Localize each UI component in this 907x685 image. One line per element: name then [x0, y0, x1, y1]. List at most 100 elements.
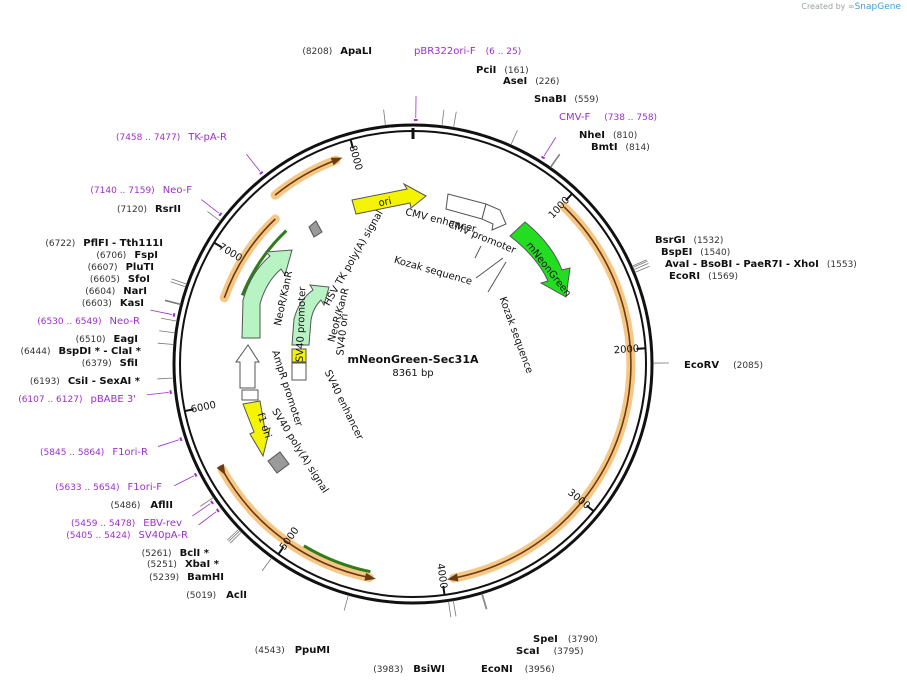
site-pos: (3956) [525, 665, 555, 675]
primer-pos: (6 .. 25) [486, 47, 522, 57]
cmv-promoter-label: CMV promoter [446, 219, 518, 257]
neor-kanr-outer-arrow[interactable] [241, 249, 293, 339]
mneongreen-arrow[interactable] [509, 221, 571, 298]
site-pos: (5261) [142, 549, 172, 559]
primer-pbabe-3[interactable]: (6107 .. 6127)pBABE 3' [18, 394, 136, 405]
primer-ebv-rev[interactable]: (5459 .. 5478)EBV-rev [71, 518, 182, 529]
site-pos: (6607) [88, 263, 118, 273]
site-acli[interactable]: (5019)AclI [186, 590, 247, 601]
orf-track [216, 155, 636, 583]
site-pos: (559) [574, 95, 598, 105]
site-ecorv[interactable]: EcoRV(2085) [684, 360, 763, 371]
site-bamhi[interactable]: (5239)BamHI [149, 572, 224, 583]
ampr-promoter-arrow[interactable] [235, 344, 260, 389]
snapgene-credit: Created by ∞SnapGene [801, 2, 901, 12]
ori-arrow[interactable] [351, 182, 427, 215]
site-name: FspI [134, 250, 158, 261]
site-asei[interactable]: AseI(226) [503, 76, 559, 87]
site-name: EcoNI [481, 664, 513, 675]
site-leader [226, 528, 240, 541]
site-fspi[interactable]: (6706)FspI [96, 250, 158, 261]
site-leader [157, 377, 174, 380]
primer-leader [146, 391, 169, 396]
site-leader [159, 330, 176, 334]
site-name: AflII [150, 500, 173, 511]
site-pos: (814) [626, 143, 650, 153]
site-bcli[interactable]: (5261)BclI * [142, 548, 210, 559]
site-name: NheI [579, 130, 605, 141]
site-name: ApaLI [340, 46, 372, 57]
site-ecori[interactable]: EcoRI(1569) [669, 271, 738, 282]
sv40-promoter-box[interactable] [291, 362, 307, 381]
primer-neo-r[interactable]: (6530 .. 6549)Neo-R [37, 316, 140, 327]
primer-f1ori-f[interactable]: (5633 .. 5654)F1ori-F [55, 482, 162, 493]
tick-mark [213, 241, 223, 249]
site-bspdi-group[interactable]: (6444)BspDI * - ClaI * [21, 346, 142, 357]
primer-pos: (5459 .. 5478) [71, 519, 135, 529]
site-bspei[interactable]: BspEI(1540) [661, 247, 730, 258]
orf-inner-line [240, 229, 288, 296]
site-pflfi-group[interactable]: (6722)PflFI - Tth111I [45, 238, 163, 249]
primer-f1ori-r[interactable]: (5845 .. 5864)F1ori-R [40, 447, 148, 458]
site-aflii[interactable]: (5486)AflII [110, 500, 173, 511]
primer-cmv-f[interactable]: CMV-F(738 .. 758) [559, 112, 657, 123]
plasmid-length: 8361 bp [392, 368, 433, 379]
primer-name: Neo-R [110, 316, 141, 327]
site-leader [633, 263, 649, 271]
orf-arrowhead [216, 463, 226, 476]
site-bmti[interactable]: BmtI(814) [591, 142, 650, 153]
site-xbai[interactable]: (5251)XbaI * [147, 559, 220, 570]
site-spei[interactable]: SpeI(3790) [533, 634, 598, 645]
site-pos: (8208) [302, 47, 332, 57]
cmv-promoter-arrow[interactable] [481, 203, 507, 231]
site-name: PflFI - Tth111I [83, 238, 163, 249]
primer-pbr322ori-f[interactable]: pBR322ori-F (6 .. 25) [414, 46, 521, 57]
hsv-tk-polya-box[interactable] [308, 220, 323, 238]
cmv-enhancer-arrow[interactable] [445, 193, 487, 220]
primer-neo-f[interactable]: (7140 .. 7159)Neo-F [90, 185, 192, 196]
sv40-polya-box[interactable] [267, 451, 290, 474]
site-nhei[interactable]: NheI(810) [579, 130, 637, 141]
tick-mark [349, 139, 354, 149]
site-name: NarI [123, 286, 147, 297]
ampr-promoter-box[interactable] [241, 389, 259, 401]
site-apali[interactable]: (8208) ApaLI [302, 46, 372, 57]
site-sfii[interactable]: (6379)SfiI [82, 358, 138, 369]
site-leader [229, 531, 242, 544]
site-rsrii[interactable]: (7120)RsrII [117, 204, 181, 215]
sv40-enhancer-label: SV40 enhancer [322, 369, 366, 443]
tick-mark [586, 504, 595, 512]
primer-sv40pa-r[interactable]: (5405 .. 5424)SV40pA-R [66, 530, 188, 541]
site-eagi[interactable]: (6510)EagI [76, 334, 138, 345]
site-econi[interactable]: EcoNI (3956) [481, 664, 555, 675]
tick-mark [184, 408, 194, 413]
neor-kanr-inner-arrow[interactable] [291, 284, 330, 346]
site-avai-group[interactable]: AvaI - BsoBI - PaeR7I - XhoI(1553) [665, 259, 857, 270]
site-ppumi[interactable]: (4543)PpuMI [255, 645, 330, 656]
site-name: PpuMI [295, 645, 330, 656]
site-bsiwi[interactable]: (3983)BsiWI [373, 664, 445, 675]
site-pcii[interactable]: PciI(161) [476, 65, 529, 76]
site-sfoi[interactable]: (6605)SfoI [90, 274, 150, 285]
sv40-ori-box[interactable] [291, 348, 307, 363]
site-leader [549, 153, 560, 168]
primer-name: pBR322ori-F [414, 46, 476, 57]
site-csii[interactable]: (6193)CsiI - SexAI * [30, 376, 141, 387]
primer-pos: (5845 .. 5864) [40, 448, 104, 458]
site-snabi[interactable]: SnaBI(559) [534, 94, 599, 105]
primer-mark [193, 472, 198, 477]
site-nari[interactable]: (6604) NarI [85, 286, 147, 297]
primer-tk-pa-r[interactable]: (7458 .. 7477)TK-pA-R [116, 132, 227, 143]
site-scai[interactable]: ScaI(3795) [516, 646, 584, 657]
site-bsrgi[interactable]: BsrGI(1532) [655, 235, 723, 246]
site-name: SfoI [128, 274, 150, 285]
site-pluti[interactable]: (6607)PluTI [88, 262, 154, 273]
site-kasi[interactable]: (6603)KasI [82, 298, 144, 309]
primer-mark [540, 155, 546, 160]
tick-label: 2000 [613, 344, 639, 357]
f1-ori-arrow[interactable] [242, 400, 271, 458]
site-pos: (6603) [82, 299, 112, 309]
orf-line [453, 206, 632, 579]
site-pos: (6604) [85, 287, 115, 297]
site-name: CsiI - SexAI * [68, 376, 141, 387]
